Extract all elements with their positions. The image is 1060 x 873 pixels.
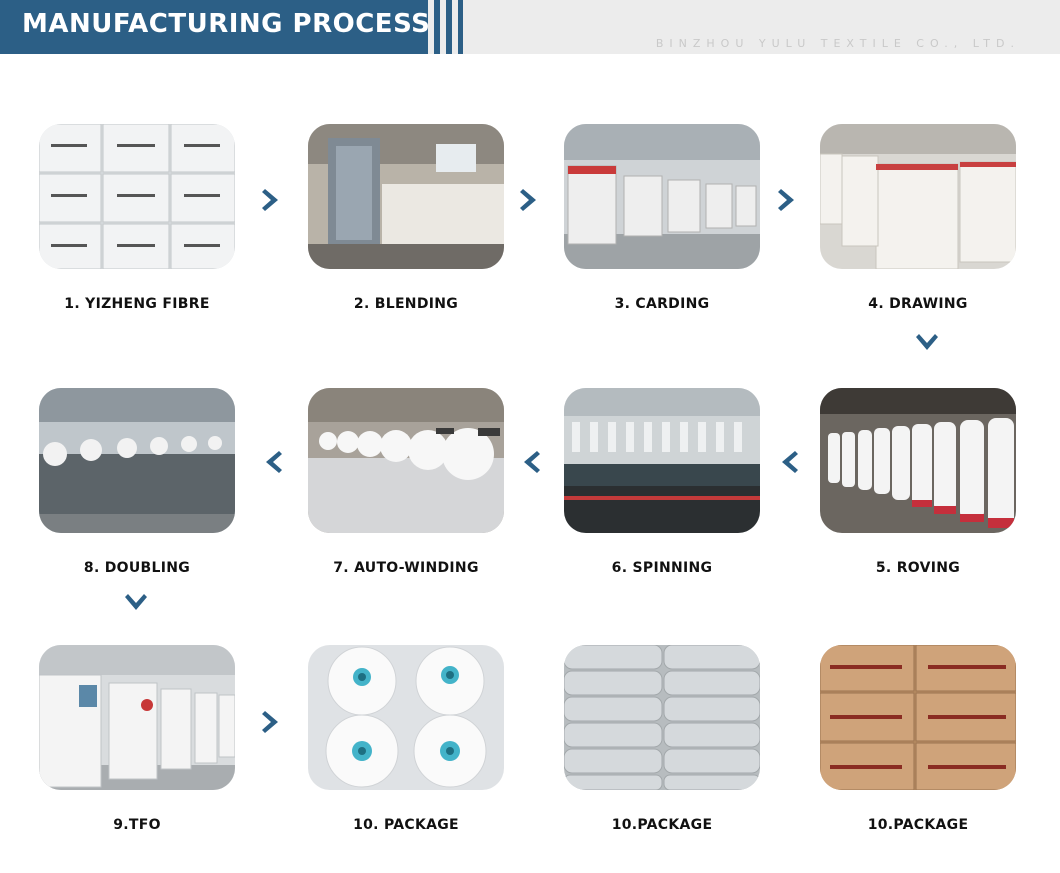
arrow-left-icon bbox=[774, 448, 802, 476]
step-label: 9.TFO bbox=[113, 817, 161, 833]
step-label: 2. BLENDING bbox=[353, 296, 459, 312]
step-7-auto-winding: 7. AUTO-WINDING bbox=[308, 388, 504, 576]
step-10-package-bags: 10.PACKAGE bbox=[564, 645, 760, 833]
step-label: 10.PACKAGE bbox=[867, 817, 969, 833]
step-label: 5. ROVING bbox=[875, 560, 961, 576]
arrow-left-icon bbox=[516, 448, 544, 476]
step-8-doubling: 8. DOUBLING bbox=[39, 388, 235, 576]
step-label: 4. DRAWING bbox=[868, 296, 968, 312]
arrow-down-icon bbox=[913, 330, 941, 358]
step-5-roving: 5. ROVING bbox=[820, 388, 1016, 576]
tfo-twister-photo bbox=[39, 645, 235, 790]
doubling-machine-photo bbox=[39, 388, 235, 533]
header-stripe bbox=[434, 0, 440, 54]
page-title: MANUFACTURING PROCESS bbox=[22, 9, 431, 39]
arrow-down-icon bbox=[122, 590, 150, 618]
step-label: 6. SPINNING bbox=[611, 560, 713, 576]
step-label: 8. DOUBLING bbox=[83, 560, 191, 576]
fibre-bales-photo bbox=[39, 124, 235, 269]
step-4-drawing: 4. DRAWING bbox=[820, 124, 1016, 312]
step-9-tfo: 9.TFO bbox=[39, 645, 235, 833]
arrow-left-icon bbox=[258, 448, 286, 476]
arrow-right-icon bbox=[516, 186, 544, 214]
arrow-right-icon bbox=[774, 186, 802, 214]
carding-machines-photo bbox=[564, 124, 760, 269]
drawing-cans-photo bbox=[820, 124, 1016, 269]
step-6-spinning: 6. SPINNING bbox=[564, 388, 760, 576]
company-name: BINZHOU YULU TEXTILE CO., LTD. bbox=[655, 37, 1020, 50]
header-stripe bbox=[458, 0, 463, 54]
step-10-package-cones: 10. PACKAGE bbox=[308, 645, 504, 833]
header-banner: MANUFACTURING PROCESS BINZHOU YULU TEXTI… bbox=[0, 0, 1060, 54]
arrow-right-icon bbox=[258, 186, 286, 214]
step-label: 7. AUTO-WINDING bbox=[333, 560, 479, 576]
step-label: 10.PACKAGE bbox=[611, 817, 713, 833]
step-label: 3. CARDING bbox=[614, 296, 710, 312]
auto-winding-machine-photo bbox=[308, 388, 504, 533]
header-title-band: MANUFACTURING PROCESS bbox=[0, 0, 431, 54]
bagged-packages-photo bbox=[564, 645, 760, 790]
step-1-yizheng-fibre: 1. YIZHENG FIBRE bbox=[39, 124, 235, 312]
cartons-photo bbox=[820, 645, 1016, 790]
roving-bobbins-photo bbox=[820, 388, 1016, 533]
step-label: 10. PACKAGE bbox=[353, 817, 459, 833]
yarn-cones-photo bbox=[308, 645, 504, 790]
arrow-right-icon bbox=[258, 708, 286, 736]
step-3-carding: 3. CARDING bbox=[564, 124, 760, 312]
step-2-blending: 2. BLENDING bbox=[308, 124, 504, 312]
blending-machine-photo bbox=[308, 124, 504, 269]
step-10-package-cartons: 10.PACKAGE bbox=[820, 645, 1016, 833]
header-stripe bbox=[446, 0, 452, 54]
step-label: 1. YIZHENG FIBRE bbox=[64, 296, 210, 312]
spinning-frame-photo bbox=[564, 388, 760, 533]
